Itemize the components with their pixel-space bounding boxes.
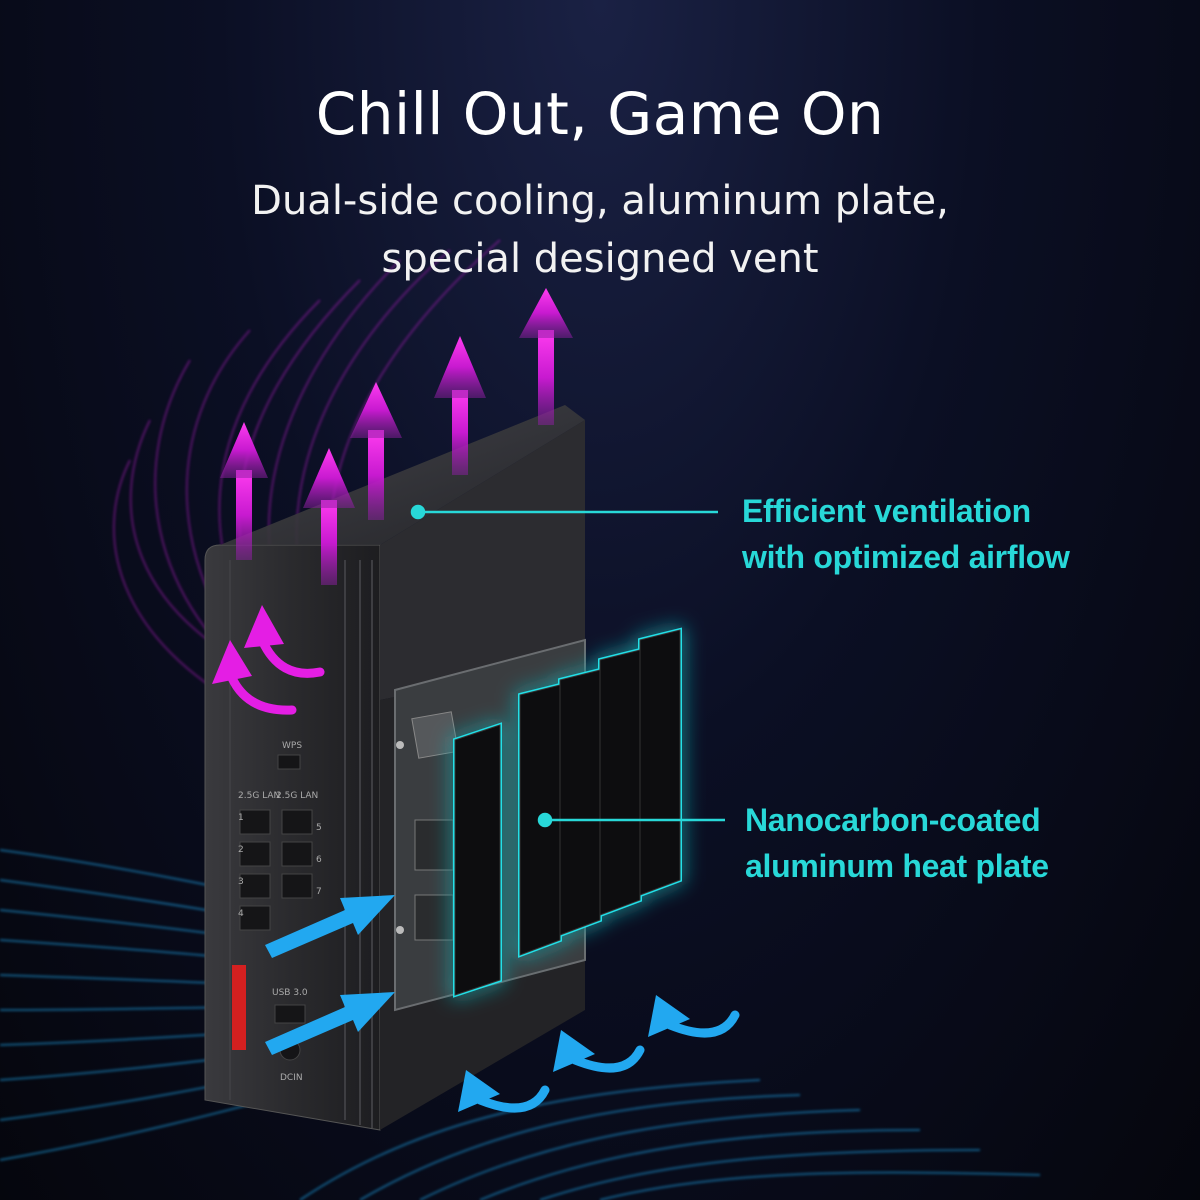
page-subtitle: Dual-side cooling, aluminum plate, speci…	[0, 172, 1200, 288]
callout-line: with optimized airflow	[742, 539, 1070, 575]
port-number: 5	[316, 823, 322, 833]
page-title: Chill Out, Game On	[315, 80, 885, 148]
up-arrow-icon	[350, 382, 402, 520]
dcin-label: DCIN	[280, 1073, 303, 1083]
diagonal-arrow-icon	[265, 895, 395, 958]
heat-plate	[453, 627, 682, 998]
cool-air-arrows	[265, 895, 395, 1055]
up-arrow-icon	[303, 448, 355, 585]
diagonal-arrow-icon	[265, 992, 395, 1055]
curved-cool-arrows	[458, 995, 740, 1113]
subtitle-line: special designed vent	[381, 236, 819, 282]
callout-leaders	[410, 504, 725, 828]
port-number: 1	[238, 813, 244, 823]
callout-line: Nanocarbon-coated	[745, 802, 1041, 838]
port-number: 6	[316, 855, 322, 865]
port-number: 4	[238, 909, 244, 919]
curved-hot-arrows	[212, 605, 325, 715]
heat-plate-callout: Nanocarbon-coated aluminum heat plate	[745, 797, 1049, 889]
wps-label: WPS	[282, 741, 302, 751]
port-number: 3	[238, 877, 244, 887]
up-arrow-icon	[220, 422, 268, 560]
subtitle-line: Dual-side cooling, aluminum plate,	[251, 178, 949, 224]
port-number: 2	[238, 845, 244, 855]
lan-a-label: 2.5G LAN	[238, 791, 280, 801]
up-arrow-icon	[434, 336, 486, 475]
usb-label: USB 3.0	[272, 988, 308, 998]
callout-line: aluminum heat plate	[745, 848, 1049, 884]
hot-air-arrows	[220, 288, 573, 585]
ventilation-callout: Efficient ventilation with optimized air…	[742, 488, 1070, 580]
callout-line: Efficient ventilation	[742, 493, 1031, 529]
port-number: 7	[316, 887, 322, 897]
lan-b-label: 2.5G LAN	[276, 791, 318, 801]
up-arrow-icon	[519, 288, 573, 425]
